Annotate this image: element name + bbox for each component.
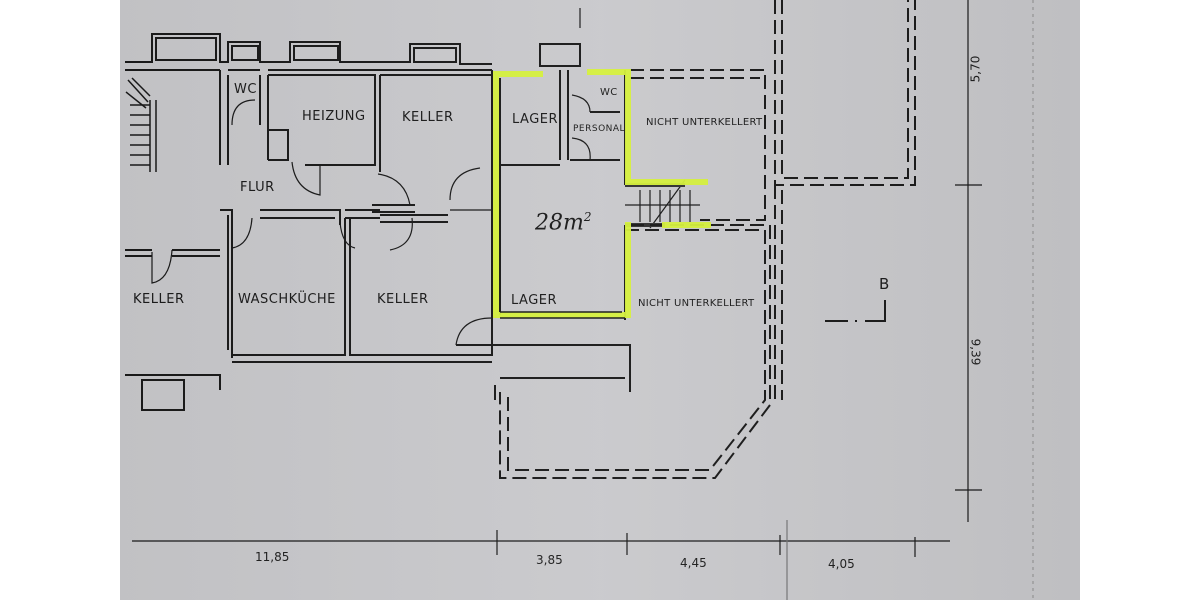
room-label-flur: FLUR xyxy=(240,180,275,195)
room-label-keller-top: KELLER xyxy=(402,110,454,125)
room-label-keller-mid: KELLER xyxy=(377,292,429,307)
room-label-wc-left: WC xyxy=(234,82,257,97)
dimension-horizontal-4: 4,05 xyxy=(828,557,855,571)
section-marker-label: B xyxy=(879,275,890,293)
dimension-horizontal-2: 3,85 xyxy=(536,553,563,567)
room-label-lager-bottom: LAGER xyxy=(511,293,558,308)
dimension-horizontal-3: 4,45 xyxy=(680,556,707,570)
area-annotation: 28m2 xyxy=(535,210,592,235)
room-label-keller-left: KELLER xyxy=(133,292,185,307)
area-value: 28m xyxy=(535,210,584,236)
room-label-waschkueche: WASCHKÜCHE xyxy=(238,292,336,307)
room-label-lager-top: LAGER xyxy=(512,112,559,127)
dimension-horizontal-1: 11,85 xyxy=(255,550,290,564)
room-label-nicht-unterkellert-bottom: NICHT UNTERKELLERT xyxy=(638,298,755,309)
room-label-nicht-unterkellert-top: NICHT UNTERKELLERT xyxy=(646,117,763,128)
floor-plan-drawing xyxy=(125,0,1034,600)
room-label-heizung: HEIZUNG xyxy=(302,109,366,124)
room-label-wc-personal: WC xyxy=(600,87,618,98)
dimension-vertical-1: 5,70 xyxy=(968,55,983,83)
floor-plan-sheet: WC HEIZUNG KELLER LAGER WC PERSONAL NICH… xyxy=(120,0,1080,600)
area-unit-superscript: 2 xyxy=(583,210,592,224)
dimension-vertical-2: 9,39 xyxy=(968,338,983,366)
room-label-personal: PERSONAL xyxy=(573,124,626,134)
